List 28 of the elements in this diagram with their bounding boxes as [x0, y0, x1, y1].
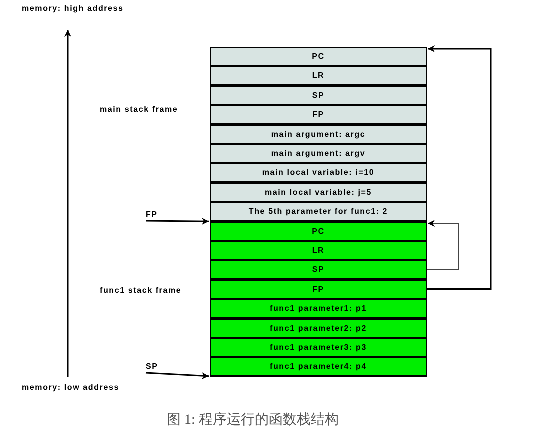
stack-slot: main local variable: i=10	[210, 163, 427, 182]
stack-slot: LR	[210, 66, 427, 86]
stack-slot: The 5th parameter for func1: 2	[210, 202, 427, 222]
stack-slot: main argument: argc	[210, 124, 427, 144]
arrow	[146, 218, 209, 226]
stack-slot: SP	[210, 86, 427, 105]
stack-slot: main local variable: j=5	[210, 182, 427, 202]
stack-slot: FP	[210, 105, 427, 124]
axis-label: memory: high address	[22, 4, 124, 13]
arrow	[426, 220, 460, 270]
figure-caption: 图 1: 程序运行的函数栈结构	[167, 411, 339, 429]
stack-slot: func1 parameter2: p2	[210, 318, 427, 338]
frame-label: main stack frame	[100, 105, 178, 114]
stack-slot: FP	[210, 280, 427, 299]
pointer-label: FP	[146, 210, 158, 220]
frame-label: func1 stack frame	[100, 286, 182, 295]
pointer-label: SP	[146, 362, 158, 372]
arrow	[146, 372, 210, 380]
stack-slot: main argument: argv	[210, 144, 427, 163]
stack-slot: func1 parameter1: p1	[210, 299, 427, 318]
stack-slot: func1 parameter3: p3	[210, 338, 427, 357]
stack-slot: SP	[210, 260, 427, 280]
axis-label: memory: low address	[22, 383, 120, 392]
arrow	[427, 46, 492, 290]
stack-slot: PC	[210, 47, 427, 66]
stack-slot: LR	[210, 241, 427, 260]
stack-slot: PC	[210, 222, 427, 241]
stack-slot: func1 parameter4: p4	[210, 357, 427, 376]
